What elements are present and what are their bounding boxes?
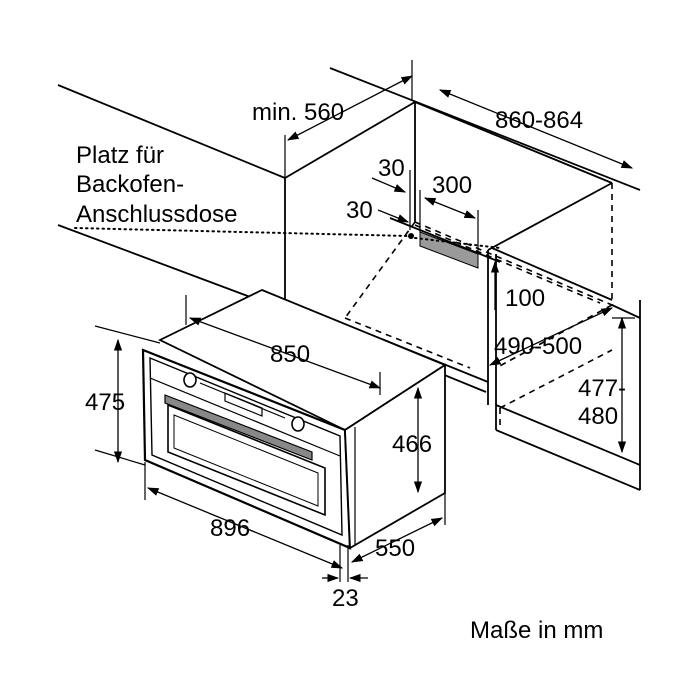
socket-offset-top-label: 30 — [378, 155, 405, 182]
oven-front-width-label: 896 — [210, 515, 250, 542]
units-note: Maße in mm — [470, 617, 603, 644]
oven — [141, 289, 447, 550]
socket-label-line2: Backofen- — [76, 171, 184, 198]
oven-body-width-label: 850 — [270, 341, 310, 368]
socket-offset-side-label: 30 — [346, 197, 373, 224]
left-knob-icon — [183, 372, 197, 388]
niche-height-label-line2: 480 — [578, 403, 618, 430]
niche-depth-min-label: min. 560 — [252, 99, 344, 126]
socket-label-line1: Platz für — [76, 142, 164, 169]
front-panel-thickness-label: 23 — [332, 585, 359, 612]
socket-width-label: 300 — [432, 172, 472, 199]
oven-front-height-label: 475 — [85, 389, 125, 416]
oven-depth-label: 550 — [375, 535, 415, 562]
kitchen-unit-outline — [57, 67, 641, 491]
oven-body-height-label: 466 — [392, 431, 432, 458]
niche-inner-depth-label: 490-500 — [494, 333, 582, 360]
socket-label-line3: Anschlussdose — [76, 201, 237, 228]
right-knob-icon — [291, 416, 305, 432]
niche-height-label-line1: 477- — [578, 375, 626, 402]
socket-height-label: 100 — [505, 285, 545, 312]
dimension-lines — [94, 60, 635, 583]
niche-width-label: 860-864 — [495, 107, 583, 134]
socket-area — [74, 227, 501, 269]
